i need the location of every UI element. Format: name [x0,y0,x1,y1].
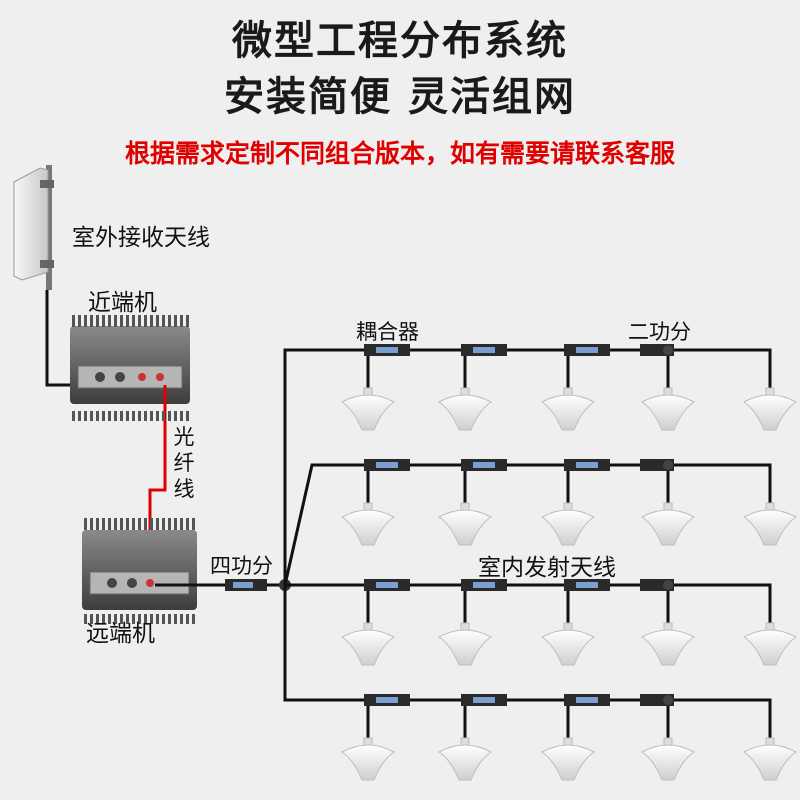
coupler-icon [461,459,507,471]
ceiling-antenna-icon [541,387,595,431]
coupler-icon [364,344,410,356]
subtitle: 根据需求定制不同组合版本，如有需要请联系客服 [124,139,675,168]
ceiling-antenna-icon [641,622,695,666]
ceiling-antenna-icon [743,737,797,781]
ceiling-antenna-icon [341,387,395,431]
ceiling-antenna-icon [641,387,695,431]
label-two-way-splitter: 二功分 [628,320,691,344]
ceiling-antenna-icon [541,622,595,666]
heat-sink-fins [72,315,189,421]
ceiling-antenna-icon [743,622,797,666]
coupler-icon [364,694,410,706]
coupler-icon [461,694,507,706]
coupler-icon [564,694,610,706]
label-outdoor-antenna: 室外接收天线 [72,225,210,251]
ceiling-antenna-icon [743,387,797,431]
coupler-icon [564,459,610,471]
ceiling-antenna-icon [541,502,595,546]
two-way-splitter-icon [640,579,674,591]
ceiling-antenna-icon [743,502,797,546]
label-far-unit: 远端机 [86,621,155,647]
label-near-unit: 近端机 [88,290,157,316]
ceiling-antenna-icon [438,622,492,666]
antenna-row [341,459,797,546]
panel-antenna-icon [13,165,54,290]
four-way-splitter-icon [225,579,291,591]
coupler-icon [564,344,610,356]
coupler-icon [461,344,507,356]
two-way-splitter-icon [640,459,674,471]
ceiling-antenna-icon [438,387,492,431]
far-unit-icon [82,530,197,610]
coupler-icon [364,579,410,591]
ceiling-antenna-icon [341,737,395,781]
label-fiber: 光纤线 [173,425,195,501]
two-way-splitter-icon [640,344,674,356]
ceiling-antenna-icon [641,737,695,781]
two-way-splitter-icon [640,694,674,706]
ceiling-antenna-icon [541,737,595,781]
label-coupler: 耦合器 [356,320,419,344]
label-indoor-antenna: 室内发射天线 [478,555,616,581]
label-four-way-splitter: 四功分 [210,554,273,578]
ceiling-antenna-icon [341,622,395,666]
coupler-icon [461,579,507,591]
antenna-row [341,694,797,781]
coupler-icon [364,459,410,471]
near-unit-icon [70,326,190,404]
coupler-icon [564,579,610,591]
ceiling-antenna-icon [641,502,695,546]
title-line-1: 微型工程分布系统 [232,18,568,64]
antenna-row [341,344,797,431]
ceiling-antenna-icon [341,502,395,546]
heat-sink-fins [84,518,195,624]
antenna-row [341,579,797,666]
ceiling-antenna-icon [438,737,492,781]
title-line-2: 安装简便 灵活组网 [224,74,576,120]
ceiling-antenna-icon [438,502,492,546]
